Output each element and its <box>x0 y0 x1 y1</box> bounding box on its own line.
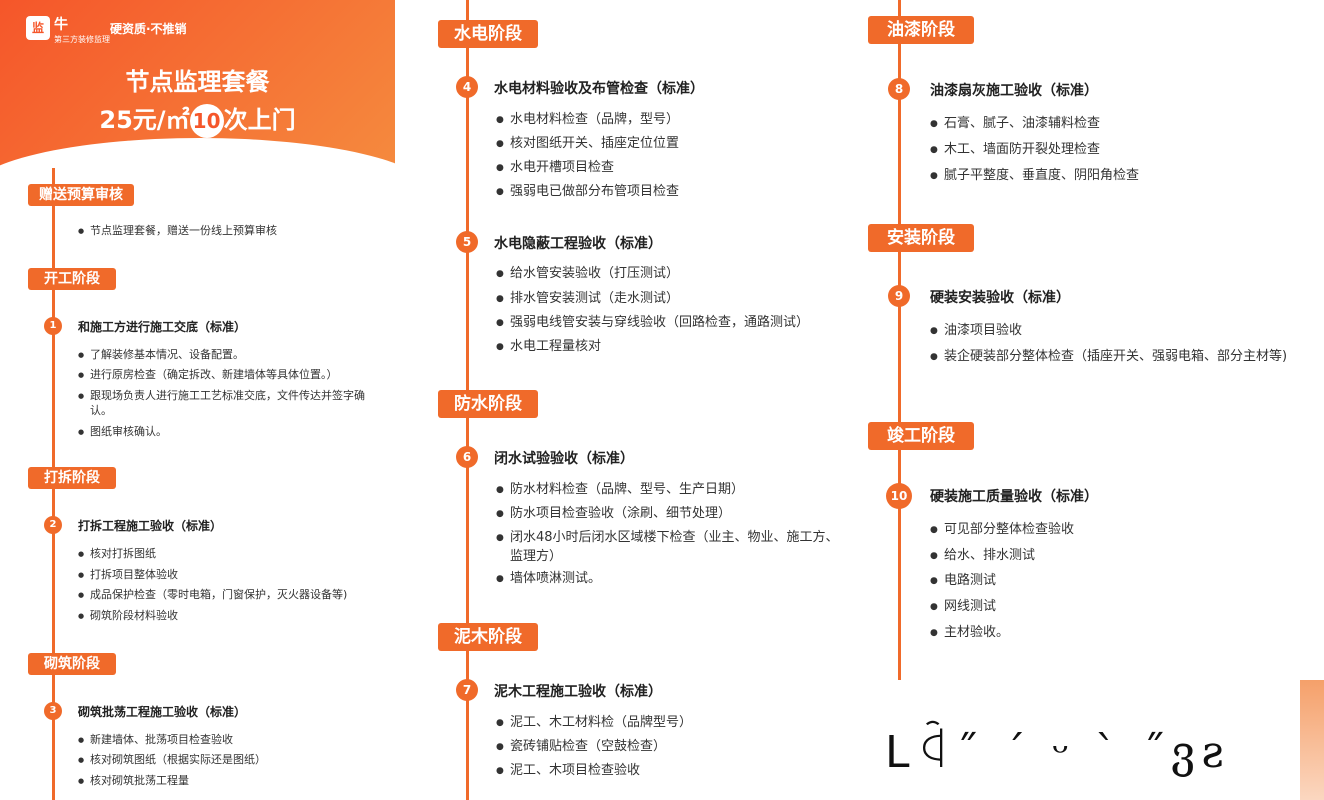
list-item: 成品保护检查（零时电箱，门窗保护，灭火器设备等) <box>78 587 395 603</box>
step-title: 和施工方进行施工交底（标准） <box>78 320 247 334</box>
list-item: 闭水48小时后闭水区域楼下检查（业主、物业、施工方、监理方） <box>496 528 850 566</box>
list-item: 电路测试 <box>930 571 1284 591</box>
list-item: 强弱电线管安装与穿线验收（回路检查，通路测试） <box>496 313 850 333</box>
list-item: 排水管安装测试（走水测试） <box>496 289 850 309</box>
list-item: 砌筑阶段材料验收 <box>78 608 395 624</box>
list-item: 水电材料检查（品牌，型号） <box>496 110 850 130</box>
step-title: 泥木工程施工验收（标准） <box>494 684 662 700</box>
list-item: 瓷砖铺贴检查（空鼓检查） <box>496 737 850 757</box>
list-item: 泥工、木项目检查验收 <box>496 761 850 781</box>
step-number: 5 <box>456 231 478 253</box>
list-item: 了解装修基本情况、设备配置。 <box>78 347 395 363</box>
list-item: 泥工、木工材料检（品牌型号） <box>496 713 850 733</box>
header-wave <box>0 138 395 168</box>
list-item: 水电工程量核对 <box>496 337 850 357</box>
step-title: 水电材料验收及布管检查（标准） <box>494 81 704 97</box>
price-suffix: 次上门 <box>223 106 296 134</box>
list-item: 新建墙体、批荡项目检查验收 <box>78 732 395 748</box>
list-item: 核对砌筑图纸（根据实际还是图纸） <box>78 752 395 768</box>
step-number: 9 <box>888 285 910 307</box>
list-item: 打拆项目整体验收 <box>78 567 395 583</box>
visit-count-badge: 10 <box>189 104 224 138</box>
list-item: 强弱电已做部分布管项目检查 <box>496 182 850 202</box>
pill-waterproof-stage: 防水阶段 <box>438 390 538 418</box>
step-number: 4 <box>456 76 478 98</box>
price-prefix: 25元/㎡ <box>99 106 190 134</box>
list-item: 可见部分整体检查验收 <box>930 520 1284 540</box>
list-item: 水电开槽项目检查 <box>496 158 850 178</box>
brand-subtitle: 第三方装修监理 <box>54 35 110 44</box>
list-item: 防水材料检查（品牌、型号、生产日期） <box>496 480 850 500</box>
step-number: 2 <box>44 516 62 534</box>
list-item: 木工、墙面防开裂处理检查 <box>930 140 1284 160</box>
step-title: 闭水试验验收（标准） <box>494 451 634 467</box>
step-title: 砌筑批荡工程施工验收（标准） <box>78 705 247 719</box>
logo-icon: 监 <box>26 16 50 40</box>
handwritten-scribble: ᒪꒈ˝ ˊ ᵕ ˋ ˝ვꙅ <box>885 727 1230 778</box>
list-item: 墙体喷淋测试。 <box>496 569 850 589</box>
step-title: 硬装安装验收（标准） <box>930 290 1070 306</box>
column-3: 油漆阶段 8 油漆扇灰施工验收（标准） 石膏、腻子、油漆辅料检查 木工、墙面防开… <box>862 0 1324 800</box>
step-number: 8 <box>888 78 910 100</box>
step-number: 1 <box>44 317 62 335</box>
list-item: 腻子平整度、垂直度、阴阳角检查 <box>930 166 1284 186</box>
list-item: 主材验收。 <box>930 623 1284 643</box>
list-item: 给水、排水测试 <box>930 546 1284 566</box>
step-title: 油漆扇灰施工验收（标准） <box>930 83 1098 99</box>
side-strip <box>1300 680 1324 800</box>
list-item: 进行原房检查（确定拆改、新建墙体等具体位置。） <box>78 367 395 383</box>
list-item: 油漆项目验收 <box>930 321 1284 341</box>
list-item: 节点监理套餐，赠送一份线上预算审核 <box>78 223 395 239</box>
step-number: 7 <box>456 679 478 701</box>
pill-install-stage: 安装阶段 <box>868 224 974 252</box>
list-item: 给水管安装验收（打压测试） <box>496 264 850 284</box>
pill-masonry-stage: 砌筑阶段 <box>28 653 116 675</box>
list-item: 石膏、腻子、油漆辅料检查 <box>930 114 1284 134</box>
brand-name: 牛 <box>54 17 68 33</box>
timeline-line <box>898 0 901 680</box>
pill-demolition-stage: 打拆阶段 <box>28 467 116 489</box>
step-number: 6 <box>456 446 478 468</box>
slogan: 硬资质·不推销 <box>110 22 187 36</box>
bottom-right-overlay <box>842 680 1324 800</box>
list-item: 核对打拆图纸 <box>78 546 395 562</box>
list-item: 网线测试 <box>930 597 1284 617</box>
column-2: 水电阶段 4 水电材料验收及布管检查（标准） 水电材料检查（品牌，型号） 核对图… <box>432 0 852 800</box>
pill-paint-stage: 油漆阶段 <box>868 16 974 44</box>
list-item: 图纸审核确认。 <box>78 424 395 440</box>
pill-start-stage: 开工阶段 <box>28 268 116 290</box>
pill-wood-stage: 泥木阶段 <box>438 623 538 651</box>
pill-gift-budget: 赠送预算审核 <box>28 184 134 206</box>
list-item: 防水项目检查验收（涂刷、细节处理） <box>496 504 850 524</box>
list-item: 核对砌筑批荡工程量 <box>78 773 395 789</box>
step-title: 打拆工程施工验收（标准） <box>78 519 223 533</box>
pill-finish-stage: 竣工阶段 <box>868 422 974 450</box>
step-number: 10 <box>886 483 912 509</box>
package-title: 节点监理套餐 <box>125 68 270 96</box>
step-title: 硬装施工质量验收（标准） <box>930 489 1098 505</box>
pill-hydro-stage: 水电阶段 <box>438 20 538 48</box>
list-item: 核对图纸开关、插座定位位置 <box>496 134 850 154</box>
list-item: 跟现场负责人进行施工工艺标准交底，文件传达并签字确认。 <box>78 388 380 418</box>
list-item: 装企硬装部分整体检查（插座开关、强弱电箱、部分主材等) <box>930 347 1294 367</box>
step-number: 3 <box>44 702 62 720</box>
step-title: 水电隐蔽工程验收（标准） <box>494 236 662 252</box>
